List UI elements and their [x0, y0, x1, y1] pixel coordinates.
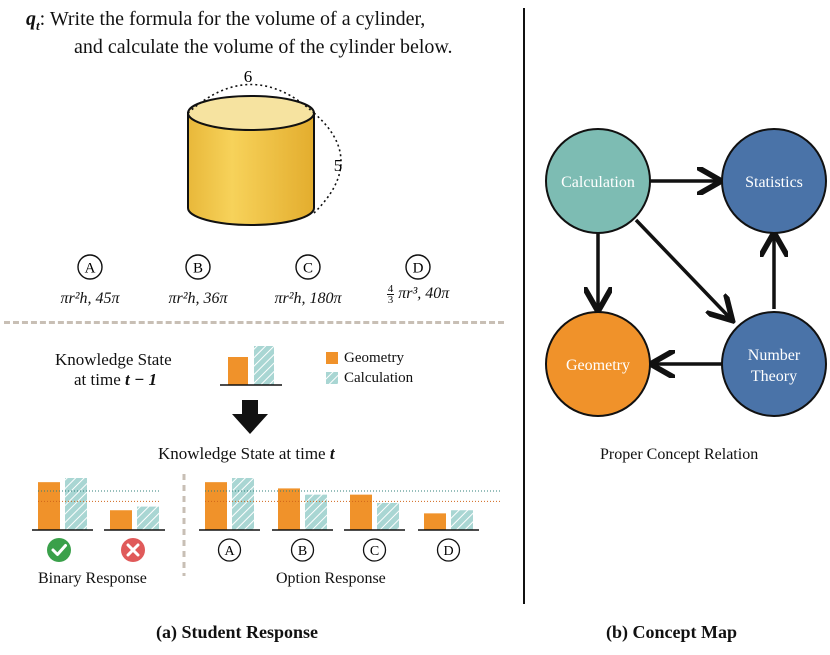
- svg-text:A: A: [85, 261, 96, 277]
- svg-text:B: B: [193, 261, 203, 277]
- binary-response-label: Binary Response: [38, 570, 147, 587]
- prev-state-label-1: Knowledge State: [55, 350, 172, 369]
- cylinder-top: [187, 95, 315, 131]
- section-divider: [4, 321, 504, 324]
- cross-icon: [121, 538, 145, 562]
- binary-wrong-calculation-bar: [137, 506, 159, 530]
- option-d-circle[interactable]: D: [405, 254, 431, 280]
- prev-geometry-bar: [228, 357, 248, 385]
- caption-student-response: (a) Student Response: [156, 622, 319, 642]
- node-statistics[interactable]: Statistics: [721, 128, 827, 234]
- option-b-circle[interactable]: B: [185, 254, 211, 280]
- svg-text:Calculation: Calculation: [561, 174, 635, 191]
- option-d-response-circle: D: [436, 538, 461, 562]
- option-d-calculation-bar: [451, 510, 473, 530]
- legend-geometry-swatch: [326, 352, 338, 364]
- option-a-circle[interactable]: A: [77, 254, 103, 280]
- prev-state-label-2: at time t − 1: [74, 370, 158, 389]
- svg-text:Number: Number: [748, 347, 801, 364]
- binary-correct-calculation-bar: [65, 478, 87, 530]
- option-a-geometry-bar: [205, 482, 227, 530]
- legend-calculation-swatch: [326, 372, 338, 384]
- option-response-label: Option Response: [276, 570, 386, 587]
- question-line-1: qt: Write the formula for the volume of …: [26, 8, 426, 33]
- option-a-calculation-bar: [232, 478, 254, 530]
- diameter-arc: [187, 83, 315, 114]
- concept-map-subtitle: Proper Concept Relation: [600, 446, 759, 463]
- height-label: 5: [334, 156, 343, 175]
- legend-calculation-label: Calculation: [344, 370, 414, 386]
- legend-geometry-label: Geometry: [344, 350, 404, 366]
- svg-text:D: D: [413, 261, 424, 277]
- svg-text:Geometry: Geometry: [566, 357, 630, 374]
- binary-correct-geometry-bar: [38, 482, 60, 530]
- check-icon: [47, 538, 71, 562]
- svg-text:C: C: [303, 261, 313, 277]
- question-label: qt: [26, 8, 40, 33]
- prev-calculation-bar: [254, 346, 274, 385]
- svg-text:D: D: [443, 544, 453, 559]
- option-b-formula: πr²h, 36π: [168, 290, 228, 307]
- option-c-calculation-bar: [377, 502, 399, 530]
- node-number-theory[interactable]: Number Theory: [721, 311, 827, 417]
- svg-text:Statistics: Statistics: [745, 174, 803, 191]
- svg-text:C: C: [370, 544, 379, 559]
- cylinder-body: [187, 112, 315, 226]
- svg-text:B: B: [298, 544, 307, 559]
- concept-map: Calculation Statistics Geometry Number T…: [545, 128, 827, 417]
- option-c-formula: πr²h, 180π: [274, 290, 342, 307]
- option-d-geometry-bar: [424, 513, 446, 530]
- binary-wrong-geometry-bar: [110, 510, 132, 530]
- current-state-charts: A B C D: [32, 474, 500, 576]
- caption-concept-map: (b) Concept Map: [606, 622, 737, 642]
- node-calculation[interactable]: Calculation: [545, 128, 651, 234]
- height-arc: [313, 112, 342, 214]
- down-arrow-icon: [232, 400, 268, 434]
- option-b-geometry-bar: [278, 488, 300, 530]
- option-b-response-circle: B: [290, 538, 315, 562]
- node-geometry[interactable]: Geometry: [545, 311, 651, 417]
- option-c-circle[interactable]: C: [295, 254, 321, 280]
- current-state-title: Knowledge State at time t: [158, 444, 335, 463]
- option-a-formula: πr²h, 45π: [60, 290, 120, 307]
- edge-calculation-number-theory: [634, 218, 730, 318]
- option-letters: A B C D: [77, 254, 431, 280]
- prev-state-chart: [220, 346, 338, 386]
- cylinder-figure: 6 5: [187, 68, 343, 226]
- svg-text:A: A: [224, 544, 235, 559]
- svg-text:Theory: Theory: [751, 368, 797, 385]
- option-c-geometry-bar: [350, 494, 372, 530]
- diameter-label: 6: [244, 68, 253, 86]
- option-a-response-circle: A: [217, 538, 242, 562]
- option-c-response-circle: C: [362, 538, 387, 562]
- panel-separator: [523, 8, 525, 604]
- option-b-calculation-bar: [305, 494, 327, 530]
- question-line-2: and calculate the volume of the cylinder…: [74, 36, 453, 58]
